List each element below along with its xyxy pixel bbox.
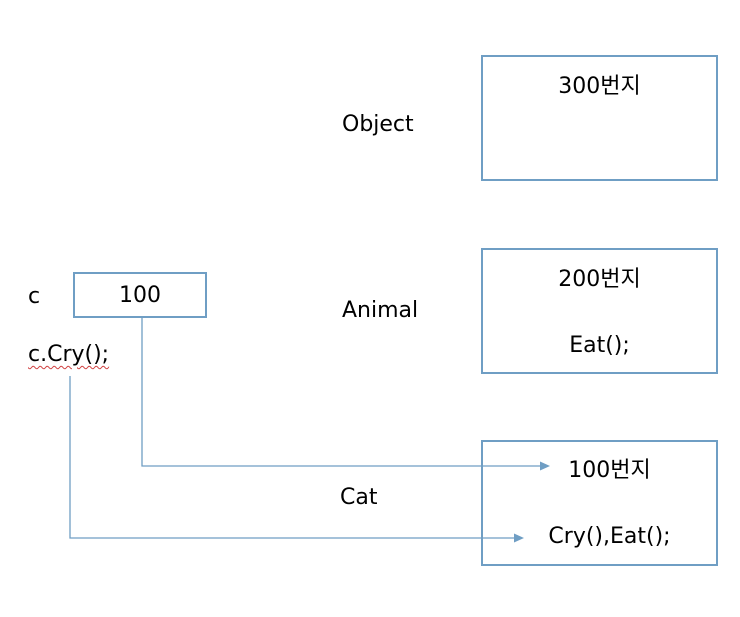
- label-object: Object: [342, 112, 414, 137]
- memory-methods-cat: Cry(),Eat();: [548, 524, 671, 549]
- reference-arrow-head: [540, 461, 550, 471]
- call-arrow-head: [514, 533, 524, 543]
- memory-address-200: 200번지: [558, 267, 641, 292]
- label-animal: Animal: [342, 298, 419, 323]
- memory-address-300: 300번지: [558, 74, 641, 99]
- variable-c-label: c: [28, 284, 41, 309]
- memory-box-cat: 100번지 Cry(),Eat();: [481, 440, 718, 566]
- method-call-text: c.Cry();: [28, 342, 110, 367]
- call-arrow: [69, 376, 514, 539]
- label-cat: Cat: [340, 485, 378, 510]
- reference-box: 100: [73, 272, 207, 318]
- method-call: c.Cry();: [28, 342, 109, 368]
- memory-box-object: 300번지: [481, 55, 718, 181]
- reference-arrow: [141, 318, 540, 467]
- memory-address-100: 100번지: [568, 458, 651, 483]
- memory-box-animal: 200번지 Eat();: [481, 248, 718, 374]
- memory-methods-animal: Eat();: [569, 333, 630, 358]
- reference-value: 100: [119, 283, 161, 308]
